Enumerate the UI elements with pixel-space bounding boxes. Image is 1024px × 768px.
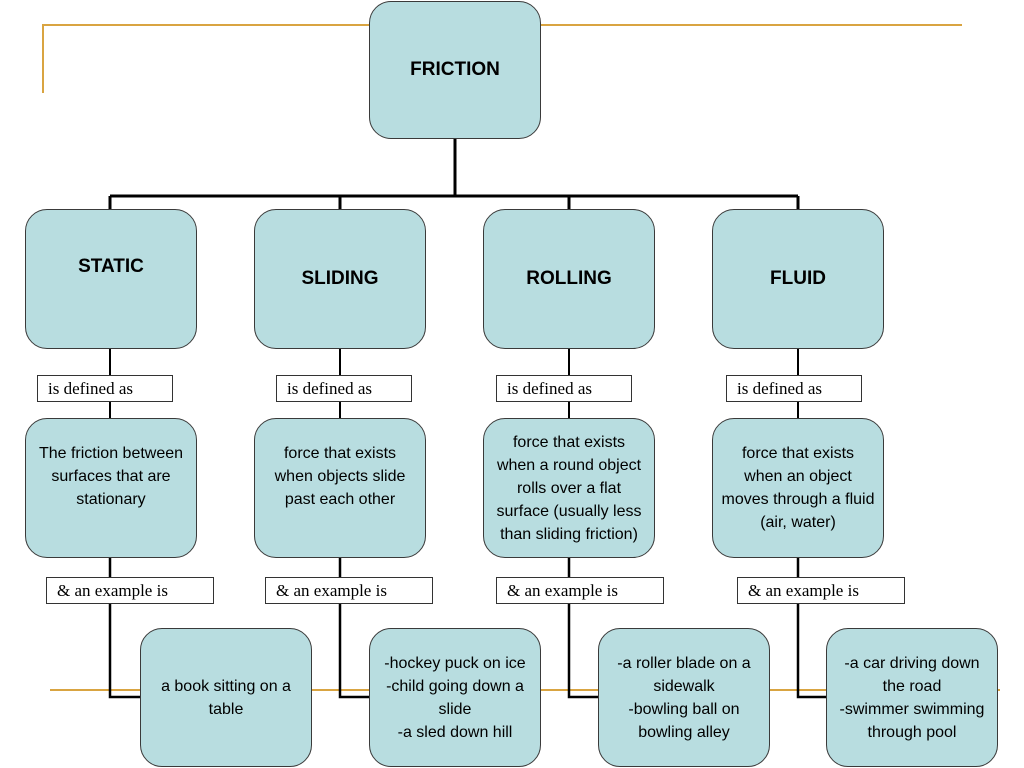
root-node: FRICTION (369, 1, 541, 139)
example-rolling: -a roller blade on a sidewalk -bowling b… (598, 628, 770, 767)
relation-label-fluid: is defined as (726, 375, 862, 402)
node-sliding: SLIDING (254, 209, 426, 349)
definition-sliding: force that exists when objects slide pas… (254, 418, 426, 558)
node-static: STATIC (25, 209, 197, 349)
example-label-fluid: & an example is (737, 577, 905, 604)
definition-fluid: force that exists when an object moves t… (712, 418, 884, 558)
relation-label-sliding: is defined as (276, 375, 412, 402)
accent-line-top (42, 24, 962, 93)
node-rolling: ROLLING (483, 209, 655, 349)
relation-label-static: is defined as (37, 375, 173, 402)
relation-label-rolling: is defined as (496, 375, 632, 402)
example-label-static: & an example is (46, 577, 214, 604)
example-fluid: -a car driving down the road -swimmer sw… (826, 628, 998, 767)
example-sliding: -hockey puck on ice -child going down a … (369, 628, 541, 767)
definition-static: The friction between surfaces that are s… (25, 418, 197, 558)
example-label-rolling: & an example is (496, 577, 664, 604)
example-static: a book sitting on a table (140, 628, 312, 767)
node-fluid: FLUID (712, 209, 884, 349)
example-label-sliding: & an example is (265, 577, 433, 604)
definition-rolling: force that exists when a round object ro… (483, 418, 655, 558)
